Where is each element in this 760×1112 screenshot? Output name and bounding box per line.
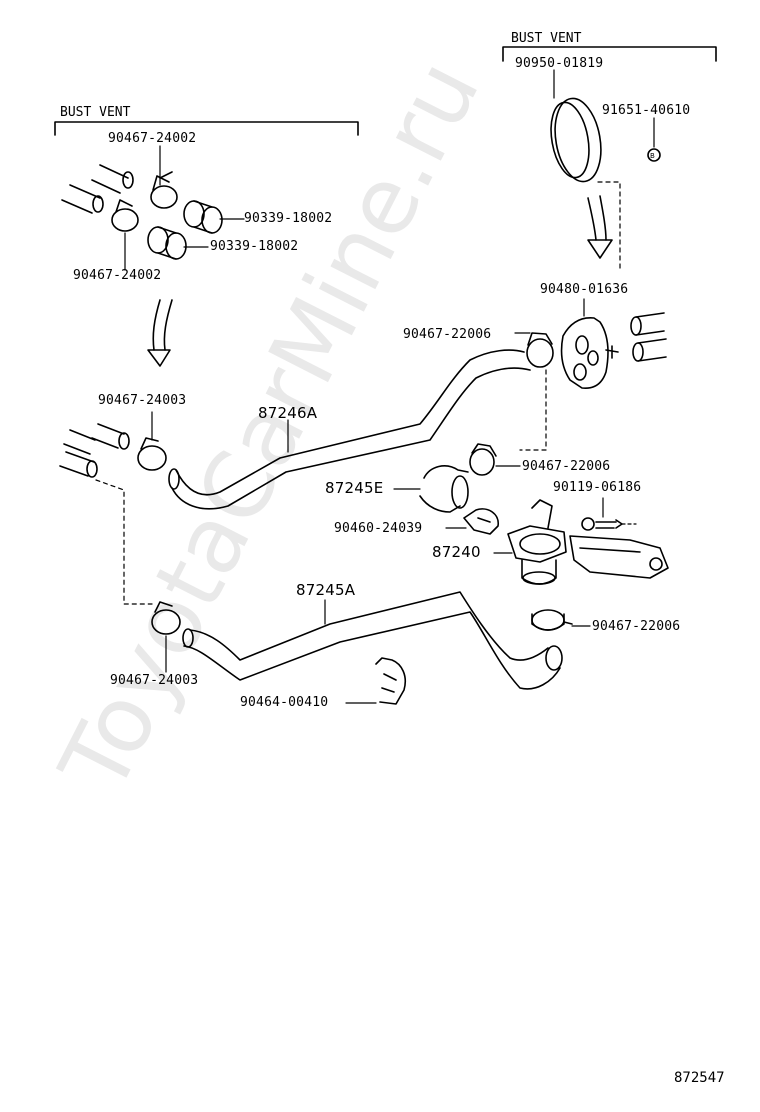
- clamp-24002-upper: [150, 171, 178, 209]
- valve-87240: [493, 499, 669, 585]
- label-clip-24039: 90460-24039: [334, 521, 423, 536]
- grommet-01819: [550, 97, 602, 183]
- plate-dash-line: [519, 369, 547, 451]
- grommet-dash-line: [597, 181, 621, 271]
- label-clamp-22006-c: 90467-22006: [592, 619, 681, 634]
- hose-87245E: [393, 465, 469, 513]
- clamp-22006-upper: [514, 332, 554, 368]
- label-hose-87245A: 87245A: [296, 581, 356, 599]
- right-group-header: BUST VENT: [511, 31, 582, 46]
- left-group-leaders: [124, 145, 245, 271]
- label-clamp-24002-bottom: 90467-24002: [73, 268, 162, 283]
- diagram-code: 872547: [674, 1070, 725, 1086]
- right-down-arrow: [587, 195, 613, 259]
- clamp-24003-upper: [137, 411, 167, 471]
- label-plate-01636: 90480-01636: [540, 282, 629, 297]
- left-pipe-stubs-lower: [59, 423, 130, 478]
- bolt-06186: [581, 497, 637, 531]
- clamp-22006-lower: [531, 609, 591, 631]
- svg-text:B: B: [650, 152, 655, 160]
- left-pipe-stubs: [61, 164, 134, 214]
- label-hose-18002-b: 90339-18002: [210, 239, 299, 254]
- hose-18002-upper: [183, 200, 223, 234]
- clamp-24002-lower: [111, 199, 139, 232]
- hose-87246A: [168, 349, 531, 510]
- label-clamp-24003-top: 90467-24003: [98, 393, 187, 408]
- label-hose-18002-a: 90339-18002: [244, 211, 333, 226]
- plate-01636: [560, 317, 619, 389]
- clip-24039: [445, 508, 499, 535]
- clip-00410: [345, 657, 407, 705]
- label-clamp-24003-bottom: 90467-24003: [110, 673, 199, 688]
- label-clip-00410: 90464-00410: [240, 695, 329, 710]
- right-group-bracket: [502, 46, 717, 62]
- clamp-24003-lower: [151, 601, 181, 673]
- left-down-arrow: [147, 299, 173, 367]
- plug-40610: [647, 148, 661, 162]
- hose-18002-lower: [147, 226, 187, 260]
- right-group-leaders: [553, 69, 655, 148]
- label-clamp-24002-top: 90467-24002: [108, 131, 197, 146]
- label-grommet-01819: 90950-01819: [515, 56, 604, 71]
- left-group-bracket: [54, 121, 359, 136]
- label-hose-87245E: 87245E: [325, 479, 384, 497]
- clamp-22006-middle: [469, 443, 521, 476]
- label-plug-40610: 91651-40610: [602, 103, 691, 118]
- label-clamp-22006-a: 90467-22006: [403, 327, 492, 342]
- label-bolt-06186: 90119-06186: [553, 480, 642, 495]
- left-dash-line: [95, 479, 153, 605]
- left-group-header: BUST VENT: [60, 105, 131, 120]
- right-pipe-stubs: [630, 312, 667, 362]
- hose-87245A: [182, 591, 563, 690]
- label-clamp-22006-b: 90467-22006: [522, 459, 611, 474]
- label-hose-87246A: 87246A: [258, 404, 318, 422]
- label-valve-87240: 87240: [432, 543, 481, 561]
